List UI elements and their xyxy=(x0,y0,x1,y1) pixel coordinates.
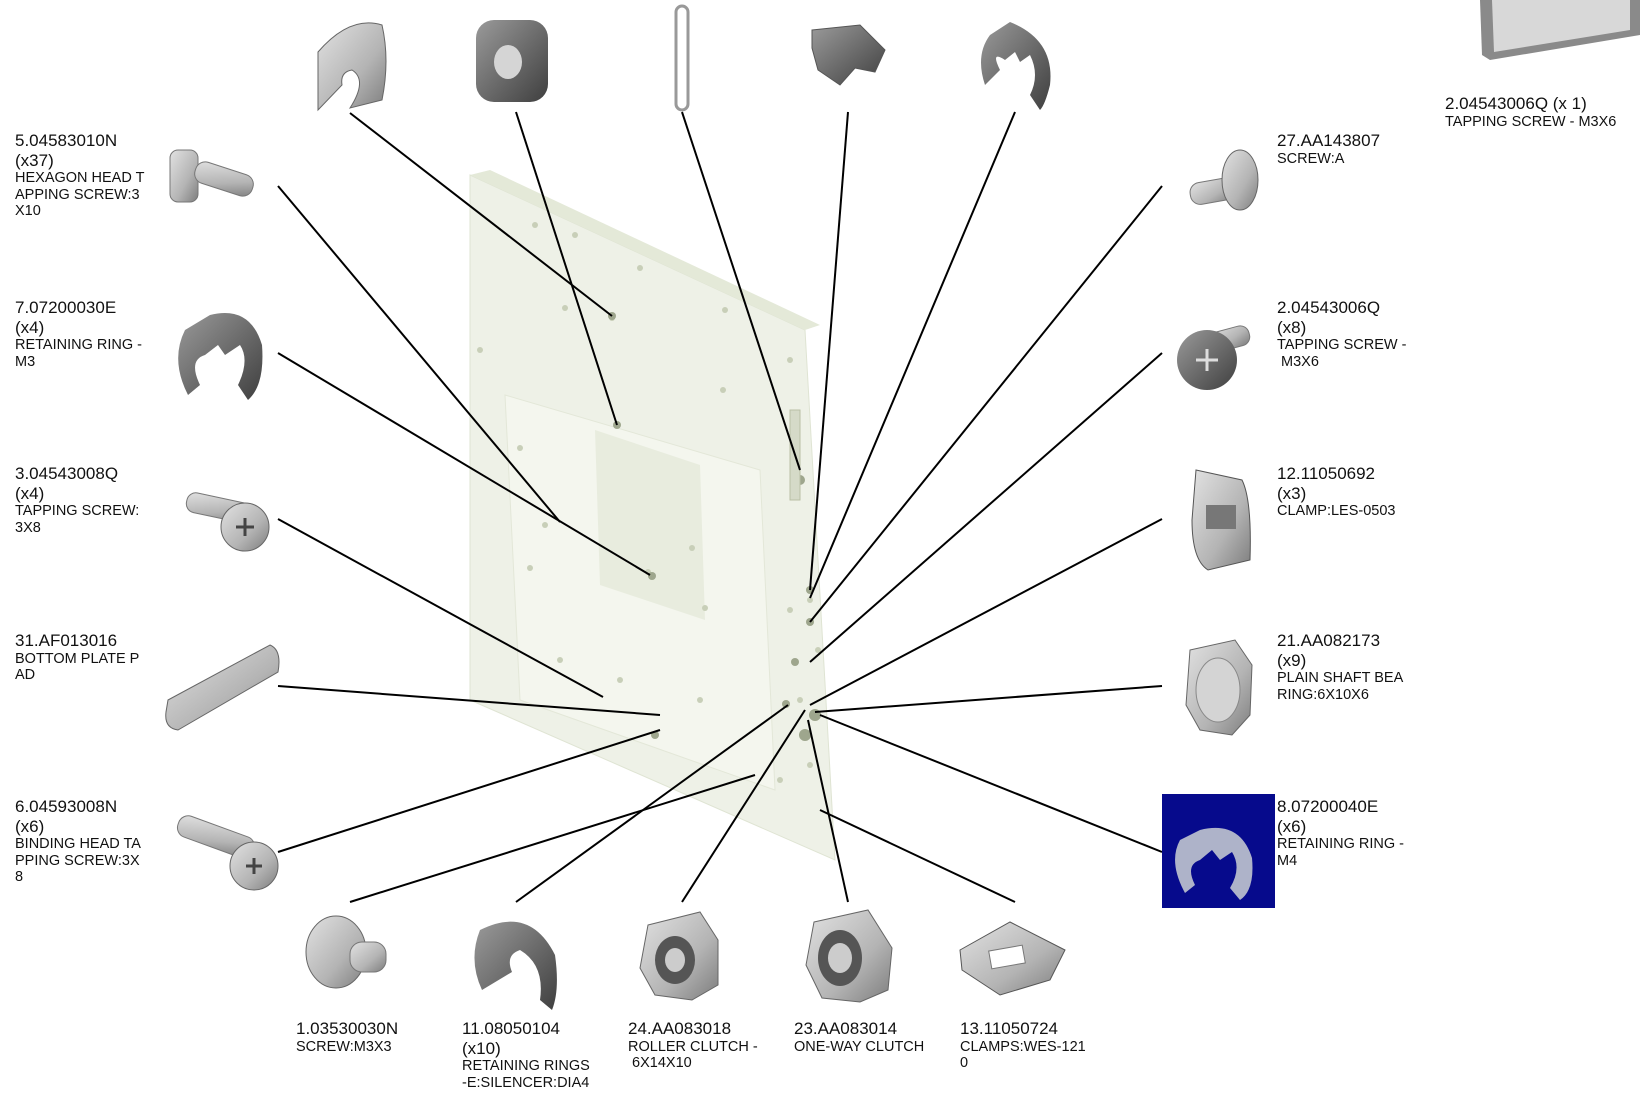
part-description: RETAINING RING - xyxy=(15,337,143,354)
part-number: 2.04543006Q (x 1) xyxy=(1445,94,1587,113)
part-description: TAPPING SCREW - M3X6 xyxy=(1445,113,1617,130)
part-description: -E:SILENCER:DIA4 xyxy=(462,1074,590,1091)
part-image-clamps-wes[interactable] xyxy=(959,921,1066,996)
part-number: 8.07200040E xyxy=(1277,797,1379,816)
part-quantity: (x8) xyxy=(1277,317,1307,337)
part-description: HEXAGON HEAD T xyxy=(15,170,145,187)
part-description: PPING SCREW:3X xyxy=(15,852,140,869)
part-number: 11.08050104 xyxy=(462,1019,561,1038)
part-image-clamp-les[interactable] xyxy=(1191,469,1251,571)
part-description: BINDING HEAD TA xyxy=(15,836,141,853)
part-image-bracket[interactable] xyxy=(811,24,886,86)
callout-5-04583010n[interactable]: 5.04583010N (x37) HEXAGON HEAD T APPING … xyxy=(15,131,144,220)
part-number: 31.AF013016 xyxy=(15,631,118,650)
part-image-roller-clutch[interactable] xyxy=(639,911,719,1001)
callout-23-aa083014[interactable]: 23.AA083014 ONE-WAY CLUTCH xyxy=(794,1019,924,1055)
main-assembly-frame xyxy=(469,170,836,861)
part-quantity: (x6) xyxy=(1277,816,1307,836)
part-description: CLAMPS:WES-121 xyxy=(960,1038,1086,1055)
part-number: 23.AA083014 xyxy=(794,1019,898,1038)
callout-21-aa082173[interactable]: 21.AA082173 (x9) PLAIN SHAFT BEA RING:6X… xyxy=(1277,631,1403,703)
part-description: AD xyxy=(15,667,36,684)
part-description: M4 xyxy=(1277,852,1298,869)
part-number: 24.AA083018 xyxy=(628,1019,732,1038)
part-description: PLAIN SHAFT BEA xyxy=(1277,670,1404,687)
part-quantity: (x37) xyxy=(15,150,54,170)
part-image-binding-screw[interactable] xyxy=(175,813,279,891)
callout-24-aa083018[interactable]: 24.AA083018 ROLLER CLUTCH - 6X14X10 xyxy=(628,1019,758,1072)
part-number: 27.AA143807 xyxy=(1277,131,1381,150)
part-image-shaft-bearing[interactable] xyxy=(1185,639,1253,736)
part-number: 5.04583010N xyxy=(15,131,118,150)
part-description: X10 xyxy=(15,203,41,220)
part-description: M3 xyxy=(15,353,36,370)
part-number: 2.04543006Q xyxy=(1277,298,1381,317)
part-description: 3X8 xyxy=(15,519,41,536)
part-quantity: (x3) xyxy=(1277,483,1307,503)
callout-3-04543008q[interactable]: 3.04543008Q (x4) TAPPING SCREW: 3X8 xyxy=(15,464,139,536)
part-image-tapping-screw-m3x6[interactable] xyxy=(1177,324,1252,390)
part-description: ROLLER CLUTCH - xyxy=(628,1038,758,1055)
part-description: 0 xyxy=(960,1055,969,1072)
part-image-bushing[interactable] xyxy=(476,20,548,102)
callout-11-08050104[interactable]: 11.08050104 (x10) RETAINING RINGS -E:SIL… xyxy=(462,1019,590,1091)
part-quantity: (x9) xyxy=(1277,650,1307,670)
part-description: 6X14X10 xyxy=(628,1055,692,1072)
part-description: CLAMP:LES-0503 xyxy=(1277,503,1396,520)
part-description: 8 xyxy=(15,869,24,886)
callout-27-aa143807[interactable]: 27.AA143807 SCREW:A xyxy=(1277,131,1380,167)
part-quantity: (x6) xyxy=(15,816,45,836)
part-number: 21.AA082173 xyxy=(1277,631,1381,650)
part-quantity: (x10) xyxy=(462,1038,501,1058)
part-description: SCREW:M3X3 xyxy=(296,1038,392,1055)
callout-7-07200030e[interactable]: 7.07200030E (x4) RETAINING RING - M3 xyxy=(15,298,142,370)
callout-31-af013016[interactable]: 31.AF013016 BOTTOM PLATE P AD xyxy=(15,631,139,684)
part-description: TAPPING SCREW - xyxy=(1277,337,1407,354)
callout-6-04593008n[interactable]: 6.04593008N (x6) BINDING HEAD TA PPING S… xyxy=(15,797,141,886)
part-description: RETAINING RINGS xyxy=(462,1058,590,1075)
callout-12-11050692[interactable]: 12.11050692 (x3) CLAMP:LES-0503 xyxy=(1277,464,1395,520)
part-image-screw-a[interactable] xyxy=(1188,149,1259,211)
part-number: 1.03530030N xyxy=(296,1019,399,1038)
part-image-spring-link[interactable] xyxy=(674,4,690,112)
part-image-panel[interactable] xyxy=(1480,0,1640,60)
part-image-e-ring-m4-selected[interactable] xyxy=(1162,794,1275,908)
part-quantity: (x4) xyxy=(15,483,45,503)
part-description: TAPPING SCREW: xyxy=(15,503,140,520)
part-quantity: (x4) xyxy=(15,317,45,337)
part-description: BOTTOM PLATE P xyxy=(15,650,140,667)
part-description: M3X6 xyxy=(1277,353,1319,370)
part-description: SCREW:A xyxy=(1277,150,1345,167)
callout-1-03530030n[interactable]: 1.03530030N SCREW:M3X3 xyxy=(296,1019,398,1055)
part-image-bottom-plate-pad[interactable] xyxy=(165,644,280,731)
callout-13-11050724[interactable]: 13.11050724 CLAMPS:WES-121 0 xyxy=(960,1019,1086,1072)
part-image-one-way-clutch[interactable] xyxy=(805,909,893,1003)
part-description: RING:6X10X6 xyxy=(1277,686,1369,703)
callout-2-04543006q[interactable]: 2.04543006Q (x8) TAPPING SCREW - M3X6 xyxy=(1277,298,1406,370)
part-description: RETAINING RING - xyxy=(1277,836,1405,853)
part-image-tapping-screw-3x8[interactable] xyxy=(185,491,270,552)
part-number: 13.11050724 xyxy=(960,1019,1059,1038)
part-number: 7.07200030E xyxy=(15,298,117,317)
part-description: ONE-WAY CLUTCH xyxy=(794,1038,925,1055)
callout-8-07200040e[interactable]: 8.07200040E (x6) RETAINING RING - M4 xyxy=(1277,797,1404,869)
part-number: 6.04593008N xyxy=(15,797,118,816)
part-image-e-ring-m3[interactable] xyxy=(178,313,263,400)
part-image-screw-m3x3[interactable] xyxy=(305,915,387,989)
part-image-hex-screw[interactable] xyxy=(169,149,256,203)
callout-2-04543006q-top[interactable]: 2.04543006Q (x 1) TAPPING SCREW - M3X6 xyxy=(1445,94,1616,130)
part-image-e-ring-top[interactable] xyxy=(981,22,1051,110)
leader-lines xyxy=(277,111,1163,903)
part-description: APPING SCREW:3 xyxy=(15,186,140,203)
part-image-retaining-ring-silencer[interactable] xyxy=(474,921,557,1010)
part-number: 12.11050692 xyxy=(1277,464,1376,483)
part-number: 3.04543008Q xyxy=(15,464,119,483)
part-image-bottom-plate-washer[interactable] xyxy=(317,22,387,112)
